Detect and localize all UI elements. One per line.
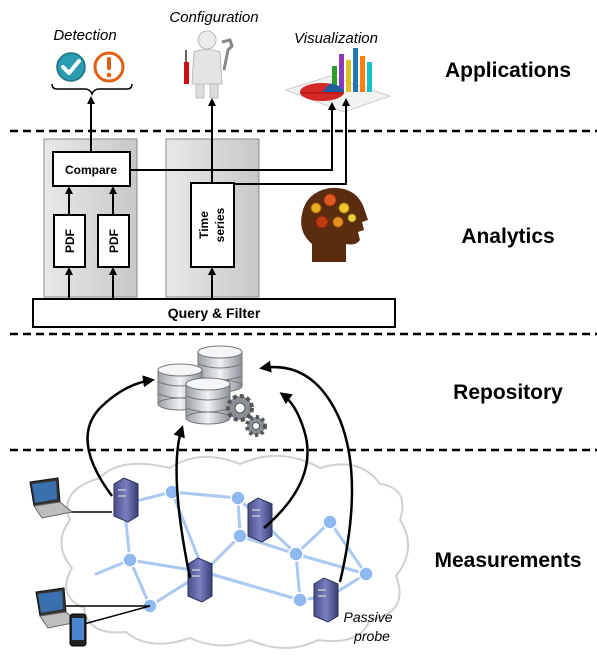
layer-label-applications: Applications bbox=[445, 59, 571, 82]
compare-label: Compare bbox=[65, 163, 117, 177]
wrench-figure-icon bbox=[184, 30, 234, 99]
laptop-1 bbox=[29, 477, 74, 519]
server-4 bbox=[313, 577, 339, 623]
app-label-visualization: Visualization bbox=[294, 30, 378, 47]
server-3 bbox=[187, 557, 213, 603]
database-icon bbox=[157, 345, 243, 425]
network-node bbox=[292, 592, 308, 608]
analytics-arrows bbox=[65, 96, 350, 299]
network-node bbox=[322, 514, 338, 530]
app-label-detection: Detection bbox=[53, 27, 116, 44]
check-icon bbox=[56, 52, 86, 82]
network-node bbox=[288, 546, 304, 562]
network-node bbox=[164, 484, 180, 500]
pdf-label-1: PDF bbox=[63, 229, 77, 253]
network-node bbox=[122, 552, 138, 568]
series-label: series bbox=[213, 207, 227, 242]
alert-icon bbox=[93, 51, 125, 83]
pdf-label-2: PDF bbox=[107, 229, 121, 253]
server-1 bbox=[113, 477, 139, 523]
laptop-icon bbox=[29, 477, 80, 629]
network-node bbox=[230, 490, 246, 506]
layer-label-repository: Repository bbox=[453, 381, 563, 404]
server-icon bbox=[113, 477, 339, 623]
server-2 bbox=[247, 497, 273, 543]
bar-chart-icon bbox=[284, 48, 392, 113]
gear-icon bbox=[226, 394, 267, 437]
passive-label: Passive bbox=[343, 609, 392, 625]
network-node bbox=[358, 566, 374, 582]
query-filter-box bbox=[32, 298, 396, 328]
time-label: Time bbox=[197, 211, 211, 239]
layer-label-measurements: Measurements bbox=[434, 549, 581, 572]
laptop-2 bbox=[35, 587, 80, 629]
app-label-configuration: Configuration bbox=[169, 9, 258, 26]
network-nodes bbox=[122, 484, 374, 614]
layer-label-analytics: Analytics bbox=[461, 225, 554, 248]
repository-arrows bbox=[86, 360, 354, 583]
detection-brace bbox=[51, 83, 133, 97]
network-node bbox=[232, 528, 248, 544]
layer-separators bbox=[10, 129, 597, 452]
probe-label: probe bbox=[353, 628, 390, 644]
query-filter-label: Query & Filter bbox=[168, 305, 261, 321]
smartphone-icon bbox=[69, 613, 87, 647]
brain-head-icon bbox=[301, 187, 368, 262]
